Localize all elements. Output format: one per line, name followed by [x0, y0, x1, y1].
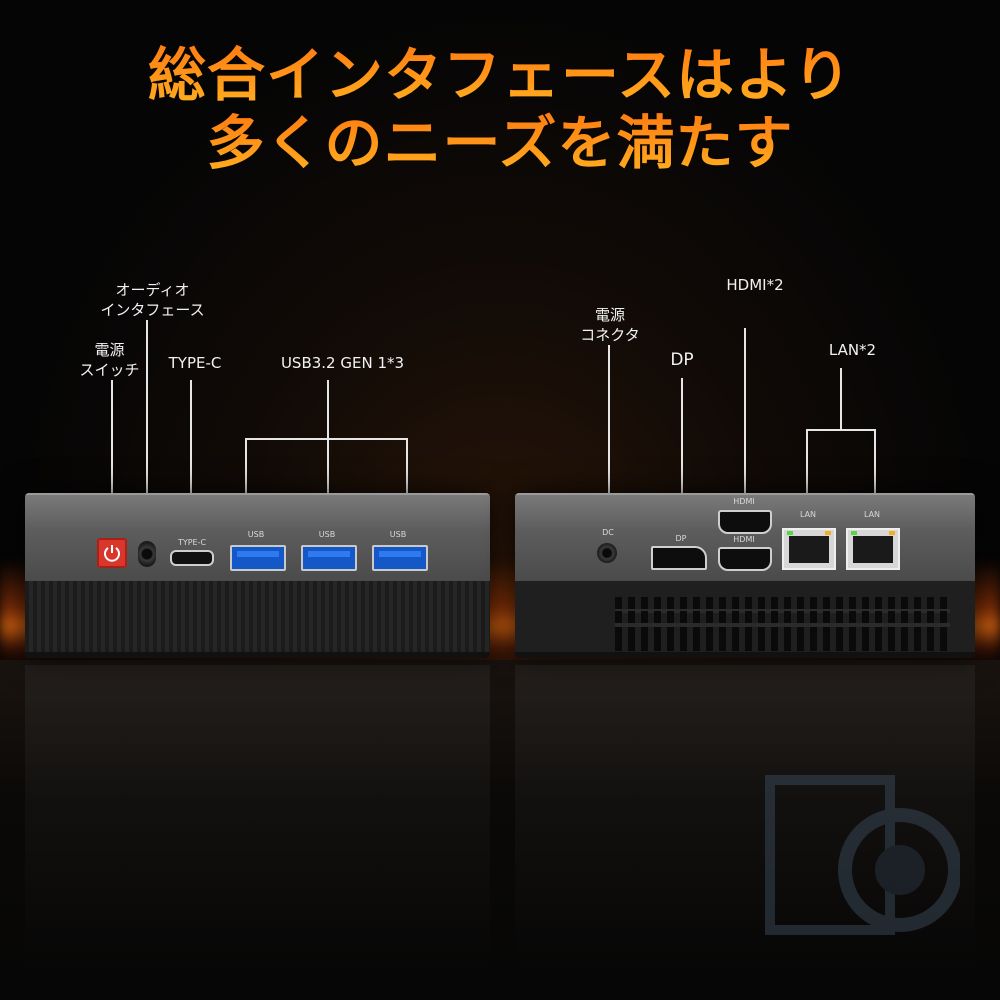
usb-port-1[interactable]: [230, 545, 286, 571]
callout-line-usb-bar: [245, 438, 408, 440]
callout-line-lan-right: [874, 429, 876, 529]
callout-line-usb-right: [406, 438, 408, 538]
type-c-port[interactable]: [170, 550, 214, 566]
dc-port-label: DC: [602, 528, 614, 537]
usb-port-label-1: USB: [247, 530, 265, 539]
dp-port-label: DP: [675, 534, 687, 543]
callout-line-lan-stem: [840, 368, 842, 430]
hdmi-port-1[interactable]: [718, 510, 772, 534]
callout-line-power: [111, 380, 113, 532]
hdmi-port-label-2: HDMI: [733, 535, 755, 544]
usb-port-3[interactable]: [372, 545, 428, 571]
label-usb: USB3.2 GEN 1*3: [280, 354, 405, 372]
power-icon: [104, 545, 120, 562]
lan-port-2[interactable]: [846, 528, 900, 570]
front-box-reflection: [25, 665, 490, 965]
usb-port-label-2: USB: [318, 530, 336, 539]
label-lan: LAN*2: [828, 341, 877, 359]
callout-line-dc: [608, 345, 610, 535]
lan-port-label-1: LAN: [799, 510, 817, 519]
usb-port-2[interactable]: [301, 545, 357, 571]
label-dp: DP: [670, 350, 694, 370]
label-type-c: TYPE-C: [168, 354, 222, 372]
usb-port-label-3: USB: [389, 530, 407, 539]
reflective-floor: [0, 660, 1000, 1000]
headline-line-1: 総合インタフェースはより: [0, 42, 1000, 108]
lan-port-1[interactable]: [782, 528, 836, 570]
lan-port-label-2: LAN: [863, 510, 881, 519]
label-power-switch: 電源 スイッチ: [79, 341, 140, 379]
callout-line-lan-bar: [806, 429, 876, 431]
callout-line-usb-stem: [327, 380, 329, 439]
rear-vent-bottom: [615, 611, 950, 651]
label-power-connector: 電源 コネクタ: [580, 306, 640, 344]
hdmi-port-label-1: HDMI: [733, 497, 755, 506]
label-hdmi: HDMI*2: [726, 276, 784, 294]
power-button[interactable]: [97, 538, 127, 568]
label-audio-interface: オーディオ インタフェース: [100, 281, 205, 319]
lan-led-amber: [825, 531, 831, 535]
callout-line-audio: [146, 320, 148, 532]
dc-power-connector[interactable]: [597, 543, 617, 563]
headphone-jack-icon[interactable]: [138, 541, 156, 567]
callout-line-usb-mid: [327, 438, 329, 538]
headline-line-2: 多くのニーズを満たす: [0, 110, 1000, 176]
callout-line-type-c: [190, 380, 192, 540]
lan-led-green: [851, 531, 857, 535]
callout-line-dp: [681, 378, 683, 548]
watermark-logo-icon: [765, 775, 960, 935]
callout-line-usb-left: [245, 438, 247, 538]
mini-pc-front: [25, 493, 490, 658]
lan-led-green: [787, 531, 793, 535]
lan-led-amber: [889, 531, 895, 535]
type-c-port-label: TYPE-C: [177, 538, 207, 547]
callout-line-lan-left: [806, 429, 808, 529]
displayport[interactable]: [651, 546, 707, 570]
hdmi-port-2[interactable]: [718, 547, 772, 571]
callout-line-hdmi: [744, 328, 746, 508]
